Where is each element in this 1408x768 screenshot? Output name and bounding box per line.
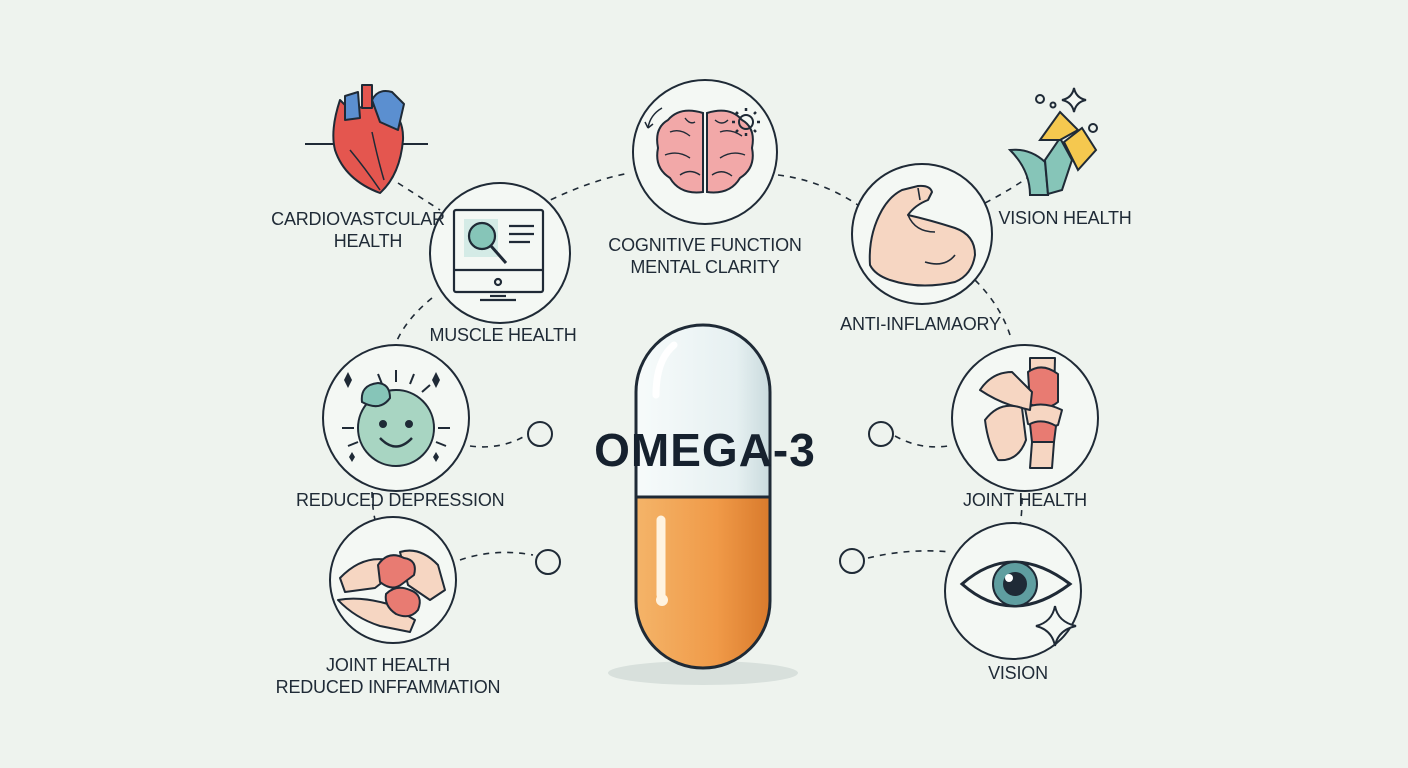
connector-dots: [527, 421, 894, 575]
capsule-highlight-dot: [656, 594, 668, 606]
monitor-magnifier-icon: [452, 208, 545, 302]
label-joint-left-line2: REDUCED INFFAMMATION: [275, 677, 501, 697]
circle-muscle: [429, 182, 571, 324]
heart-icon: [305, 84, 428, 194]
label-joint-left-line1: JOINT HEALTH: [326, 655, 450, 675]
crystal-icon: [1007, 87, 1098, 196]
label-cognitive: COGNITIVE FUNCTION MENTAL CLARITY: [600, 234, 810, 278]
label-cardiovascular-line1: CARDIOVASTCULAR: [271, 209, 445, 229]
connector-muscle-smiley: [394, 297, 433, 346]
label-muscle-health: MUSCLE HEALTH: [429, 325, 577, 345]
connector-heart-muscle: [397, 182, 441, 211]
connector-muscle-brain: [539, 172, 631, 206]
label-joint-health-left: JOINT HEALTH REDUCED INFFAMMATION: [270, 654, 506, 698]
brain-icon: [644, 107, 760, 194]
eye-icon: [959, 560, 1077, 647]
label-anti-inflammatory: ANTI-INFLAMAORY: [840, 314, 1001, 334]
omega3-title: OMEGA-3: [594, 424, 816, 476]
circle-brain: [632, 79, 778, 225]
dot-right-lower: [839, 548, 865, 574]
label-cardiovascular: CARDIOVASTCULAR HEALTH: [258, 208, 458, 252]
label-cognitive-line1: COGNITIVE FUNCTION: [608, 235, 802, 255]
hands-joint-icon: [337, 549, 446, 633]
smiley-face-icon: [342, 370, 450, 467]
label-reduced-depression: REDUCED DEPRESSION: [296, 490, 505, 510]
circle-joint: [951, 344, 1099, 492]
connector-hands-dot: [459, 551, 534, 561]
connector-smiley-hands: [371, 491, 376, 521]
label-joint-health-right: JOINT HEALTH: [963, 490, 1087, 510]
dot-left-lower: [535, 549, 561, 575]
dot-left-upper: [527, 421, 553, 447]
capsule-top-half: [634, 323, 772, 499]
connector-bicep-crystal: [984, 175, 1031, 204]
connector-eye-dot: [867, 550, 951, 559]
label-cognitive-line2: MENTAL CLARITY: [630, 257, 780, 277]
label-cardiovascular-line2: HEALTH: [333, 231, 403, 251]
joint-icon: [979, 357, 1063, 469]
capsule-bottom-half: [634, 495, 772, 670]
bicep-icon: [868, 184, 976, 287]
connector-brain-bicep: [777, 174, 859, 206]
capsule-icon: [608, 323, 798, 685]
label-vision: VISION: [988, 663, 1048, 683]
dot-right-upper: [868, 421, 894, 447]
connector-joint-dot: [894, 435, 949, 448]
capsule-shadow: [608, 661, 798, 685]
connector-smiley-dot: [469, 435, 526, 448]
capsule-highlight-top: [652, 341, 678, 399]
label-vision-health: VISION HEALTH: [998, 208, 1132, 228]
